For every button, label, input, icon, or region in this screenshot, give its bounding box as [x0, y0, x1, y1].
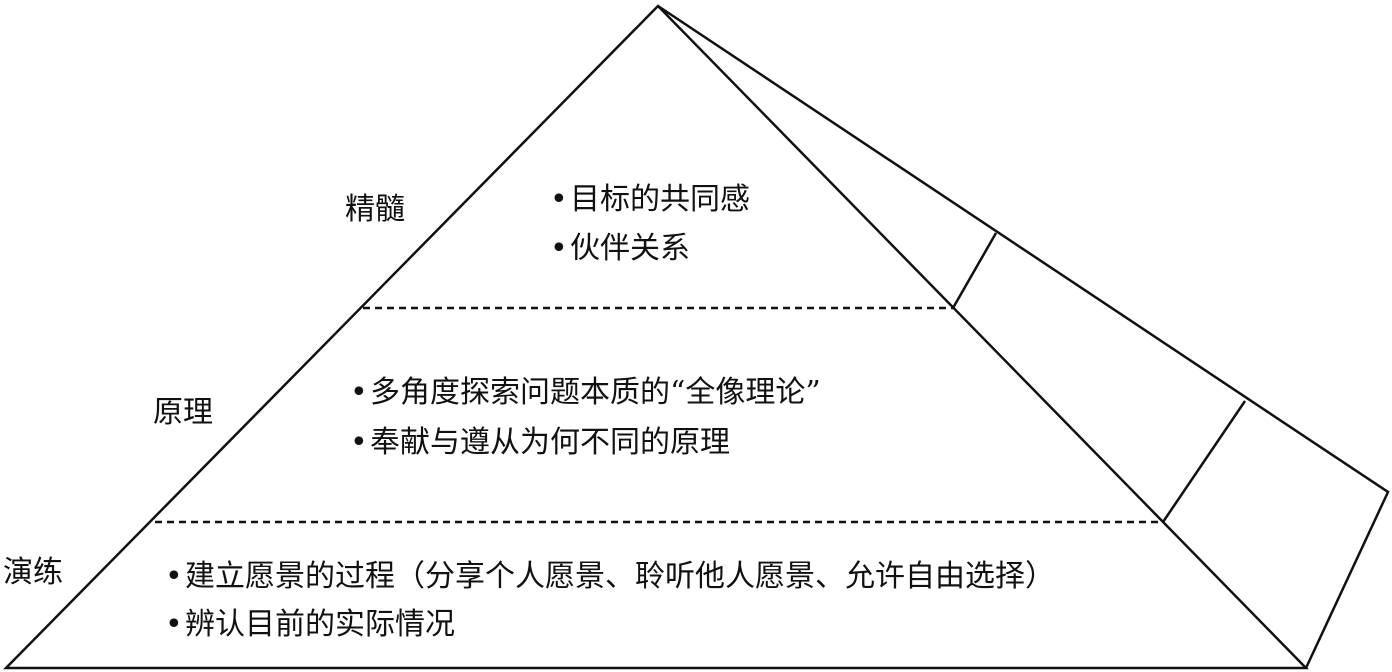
level-label-essence: 精髓 [345, 192, 405, 227]
essence-item-2-text: 伙伴关系 [570, 231, 690, 266]
practices-item-2: •辨认目前的实际情况 [165, 608, 455, 642]
bullet-dot: • [165, 559, 183, 594]
bullet-dot: • [350, 425, 368, 460]
principles-item-2: •奉献与遵从为何不同的原理 [350, 426, 730, 460]
bullet-dot: • [550, 231, 568, 266]
side-divider-top [951, 232, 998, 309]
essence-item-1: •目标的共同感 [550, 183, 750, 217]
pyramid-front-face [3, 4, 1309, 670]
essence-item-2: •伙伴关系 [550, 232, 690, 266]
pyramid-side-face [657, 4, 1390, 669]
practices-item-1: •建立愿景的过程（分享个人愿景、聆听他人愿景、允许自由选择） [165, 560, 1055, 594]
level-label-practices: 演练 [3, 555, 63, 590]
practices-item-2-text: 辨认目前的实际情况 [185, 607, 455, 642]
side-divider-bottom [1161, 400, 1247, 523]
principles-item-1-text: 多角度探索问题本质的“全像理论” [370, 375, 821, 410]
principles-item-2-text: 奉献与遵从为何不同的原理 [370, 425, 730, 460]
essence-item-1-text: 目标的共同感 [570, 182, 750, 217]
bullet-dot: • [350, 375, 368, 410]
bullet-dot: • [165, 607, 183, 642]
bullet-dot: • [550, 182, 568, 217]
principles-item-1: •多角度探索问题本质的“全像理论” [350, 376, 821, 410]
practices-item-1-text: 建立愿景的过程（分享个人愿景、聆听他人愿景、允许自由选择） [185, 559, 1055, 594]
level-label-principles: 原理 [153, 395, 213, 430]
